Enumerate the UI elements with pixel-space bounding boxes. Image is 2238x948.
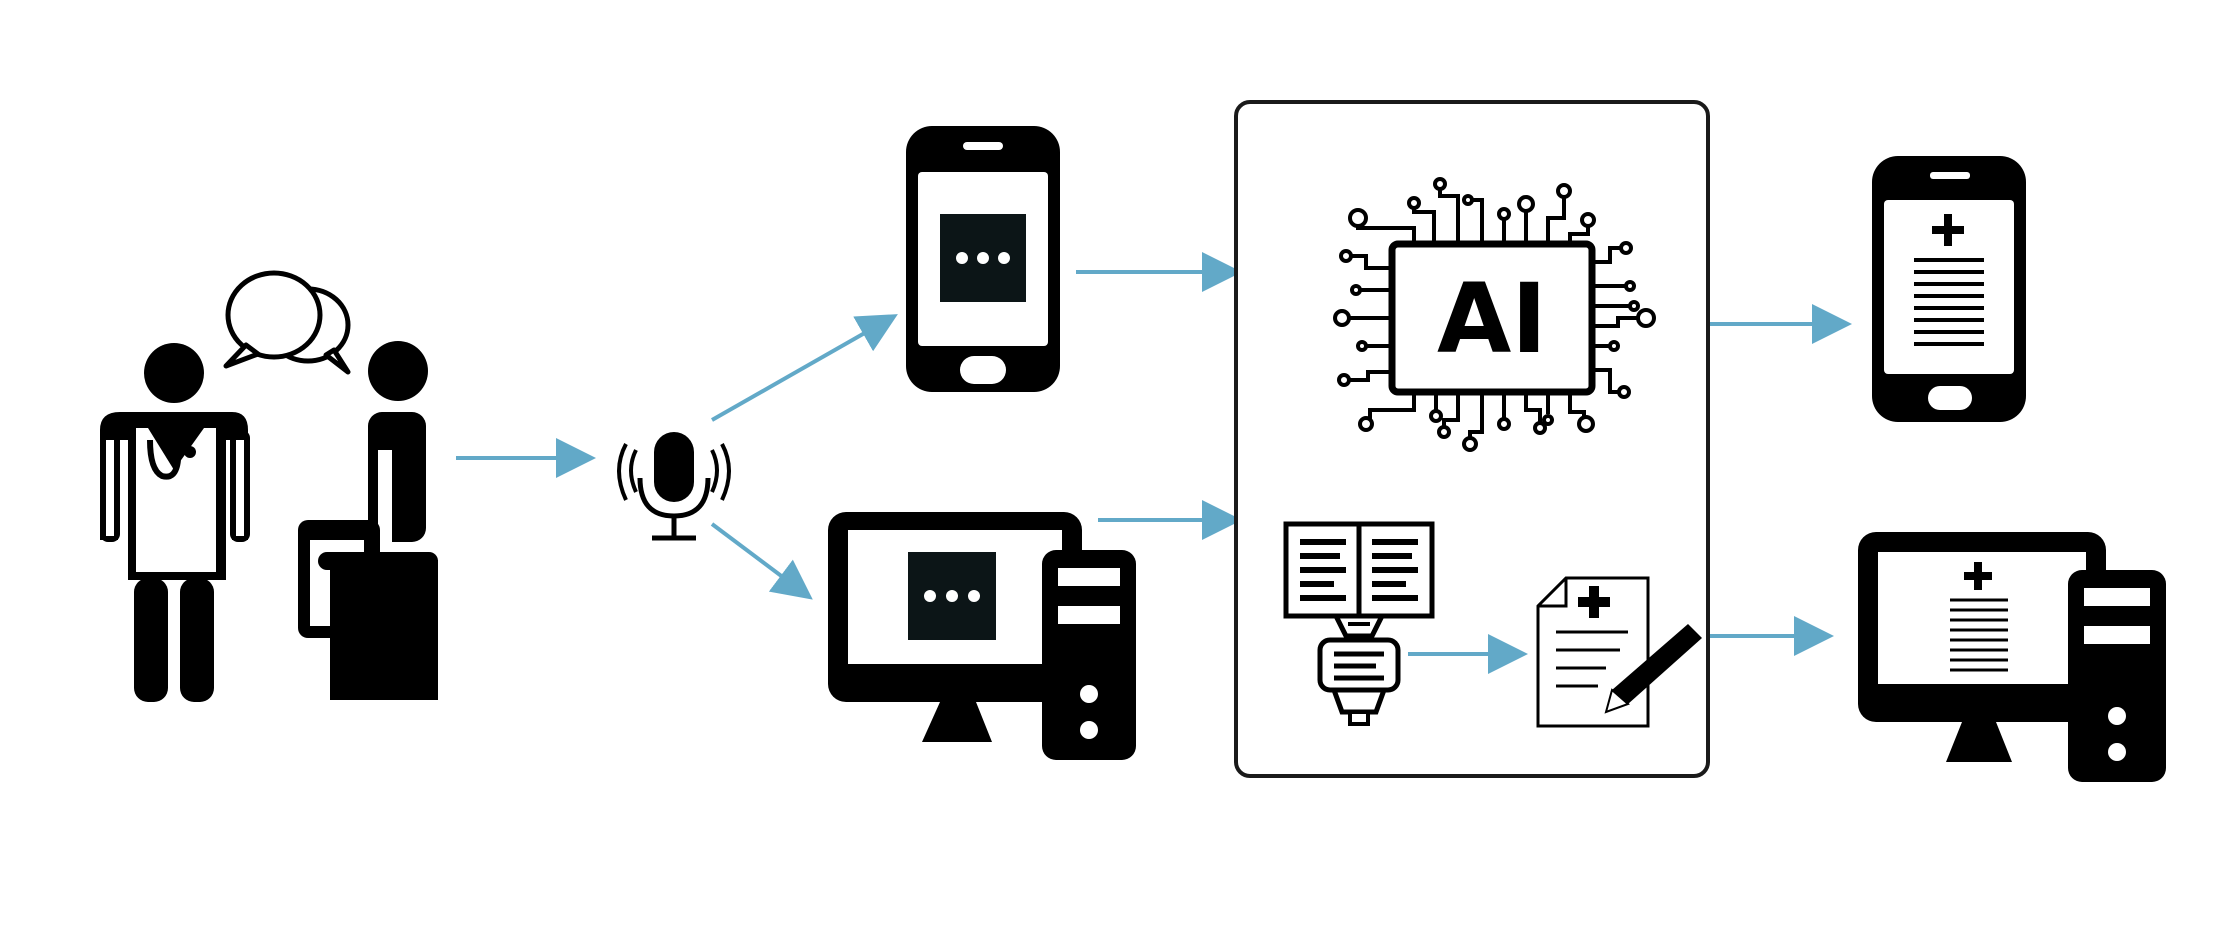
arrow-mic-to-phone [711, 314, 898, 422]
microphone-icon [617, 432, 731, 541]
ai-chip-icon: AI [1333, 177, 1656, 452]
patient-icon [298, 341, 438, 700]
desktop-computer-icon [828, 512, 1136, 760]
desktop-report-icon [1858, 532, 2166, 782]
smartphone-report-icon [1872, 156, 2026, 422]
doctor-icon [100, 343, 250, 702]
speech-bubbles-icon [223, 270, 351, 375]
book-scanner-icon [1283, 521, 1435, 726]
arrow-mic-to-desktop [710, 522, 813, 600]
smartphone-icon [906, 126, 1060, 392]
medical-report-icon [1536, 576, 1702, 728]
ai-chip-label: AI [1437, 263, 1547, 375]
